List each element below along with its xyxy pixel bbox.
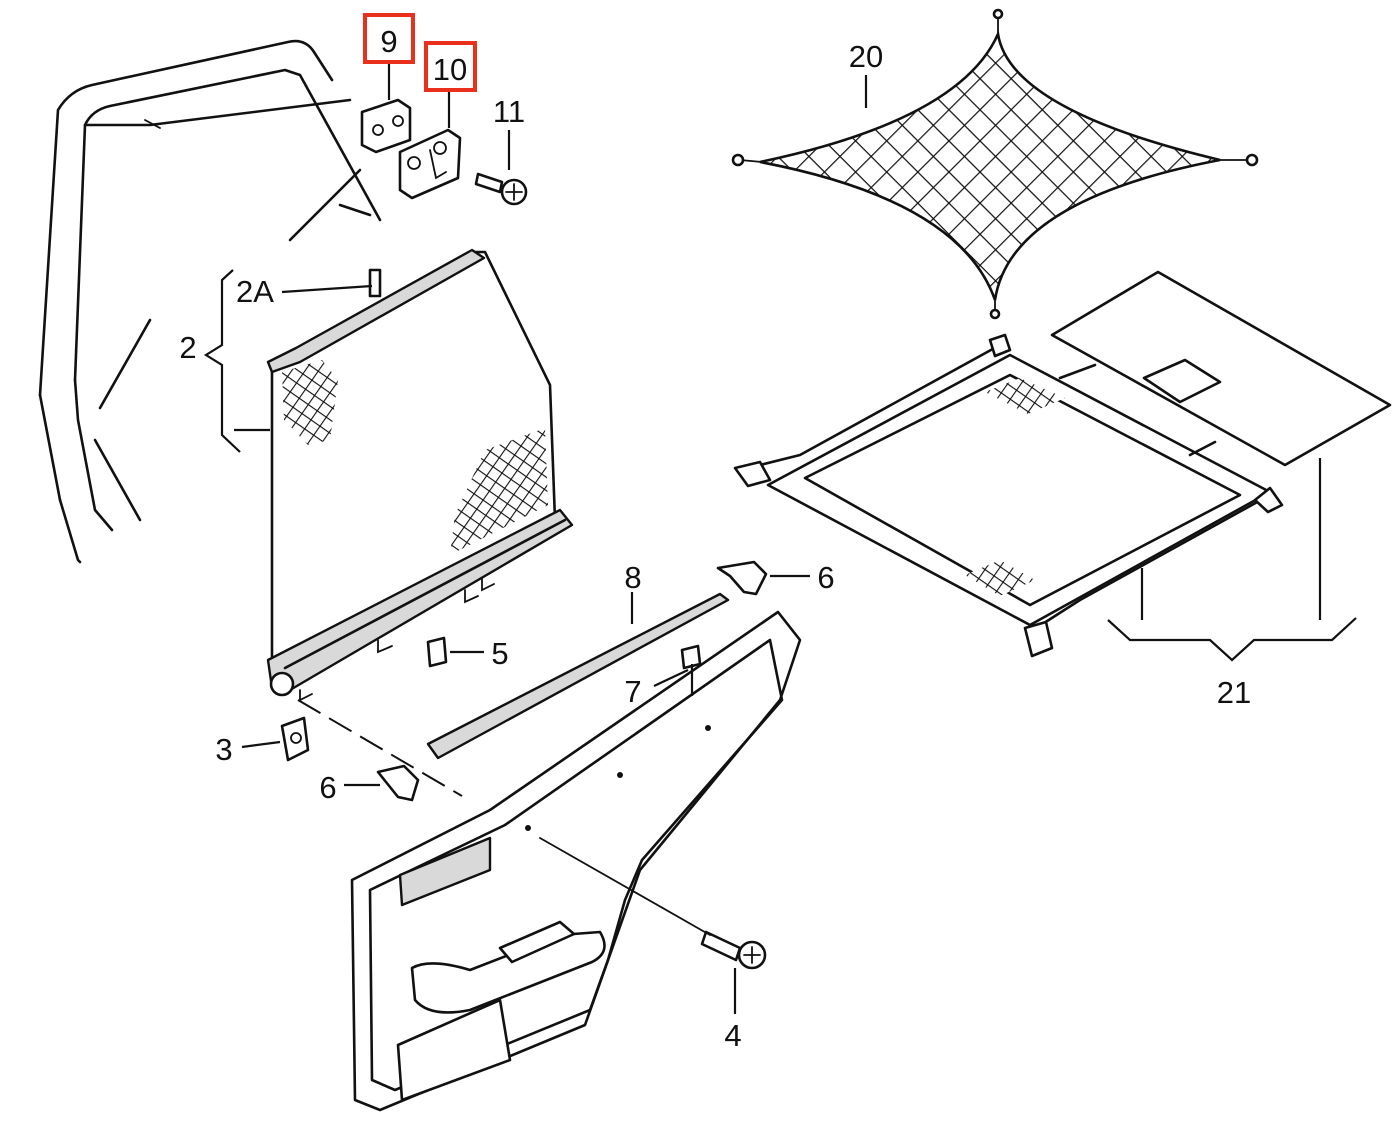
cargo-net-part-20: [731, 8, 1259, 320]
clip-part-5: [426, 636, 448, 668]
callout-2A: 2A: [236, 274, 274, 309]
callout-9: 9: [380, 24, 397, 59]
callout-6-upper: 6: [817, 560, 834, 595]
callout-4: 4: [724, 1018, 741, 1053]
callout-2: 2: [179, 330, 196, 365]
callout-3: 3: [215, 732, 232, 767]
door-trim-panel: [350, 610, 802, 1112]
floor-net-part-21: [733, 333, 1284, 658]
callout-7: 7: [624, 674, 641, 709]
bracket-part-10: [398, 128, 462, 200]
callout-10: 10: [433, 52, 467, 87]
callout-6-lower: 6: [319, 770, 336, 805]
trim-strip-part-8: [426, 592, 730, 760]
highlight-box-9: [363, 13, 415, 64]
cap-part-6-lower: [376, 764, 420, 802]
callout-20: 20: [849, 39, 883, 74]
highlight-box-10: [424, 41, 477, 92]
callout-8: 8: [624, 560, 641, 595]
screw-part-4: [700, 930, 767, 970]
screw-part-11: [474, 172, 528, 206]
guide-line: [297, 699, 463, 797]
cap-part-6-upper: [716, 560, 768, 596]
clip-part-3: [280, 716, 310, 762]
bracket-part-9: [360, 98, 412, 154]
leader-lines: [203, 62, 1357, 1014]
callout-21: 21: [1217, 675, 1251, 710]
callout-5: 5: [491, 636, 508, 671]
screw-axis-4: [539, 837, 711, 936]
door-frame: [38, 39, 382, 564]
callout-11: 11: [493, 94, 525, 129]
sunshade-part-2: [266, 248, 574, 702]
floor-mat-part-21: [1050, 270, 1392, 467]
clip-part-7: [680, 644, 702, 670]
